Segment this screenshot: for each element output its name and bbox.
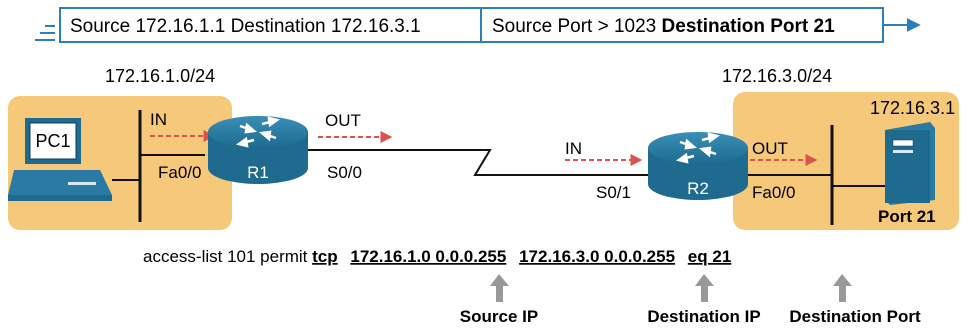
server-icon[interactable]: [885, 122, 935, 205]
source-callout-arrow: [490, 274, 509, 302]
source-ip-callout: Source IP: [460, 307, 538, 326]
r2-in-label: IN: [565, 139, 582, 158]
r1-lan-interface: Fa0/0: [158, 163, 201, 182]
server-port-label: Port 21: [878, 207, 936, 226]
r2-label: R2: [687, 179, 709, 198]
destination-ip-callout: Destination IP: [647, 307, 760, 326]
packet-src-port: Source Port > 1023: [492, 16, 662, 37]
r1-wan-interface: S0/0: [327, 163, 362, 182]
acl-source: 172.16.1.0 0.0.0.255: [350, 247, 506, 266]
server-ip-label: 172.16.3.1: [870, 98, 955, 118]
left-subnet-label: 172.16.1.0/24: [105, 66, 215, 86]
r2-lan-interface: Fa0/0: [752, 183, 795, 202]
packet-header: Source 172.16.1.1 Destination 172.16.3.1…: [35, 7, 921, 43]
left-lan: 172.16.1.0/24 PC1 IN Fa0/0: [8, 66, 232, 230]
r2-out-label: OUT: [752, 139, 788, 158]
acl-port: eq 21: [688, 247, 731, 266]
r2-router-icon[interactable]: R2: [648, 132, 748, 200]
r2-wan-interface: S0/1: [596, 183, 631, 202]
right-subnet-label: 172.16.3.0/24: [722, 66, 832, 86]
acl-prefix: access-list 101 permit: [143, 247, 312, 266]
destination-callout-arrow: [695, 274, 714, 302]
acl-statement: access-list 101 permit tcp 172.16.1.0 0.…: [143, 247, 731, 266]
pc1-computer-icon[interactable]: PC1: [8, 118, 112, 201]
right-lan: 172.16.3.0/24 172.16.3.1 OUT Fa0/0 Port …: [722, 66, 959, 230]
r1-label: R1: [247, 163, 269, 182]
serial-link: [308, 149, 648, 176]
acl-destination: 172.16.3.0 0.0.0.255: [519, 247, 675, 266]
r1-out-label: OUT: [325, 111, 361, 130]
port-callout-arrow: [833, 274, 852, 302]
pc1-label: PC1: [35, 131, 70, 151]
r1-in-label: IN: [150, 110, 167, 129]
destination-port-callout: Destination Port: [789, 307, 921, 326]
r1-router-icon[interactable]: R1: [208, 116, 308, 184]
packet-src-dst: Source 172.16.1.1 Destination 172.16.3.1: [70, 16, 421, 37]
packet-ports: Source Port > 1023 Destination Port 21: [492, 16, 835, 37]
packet-dst-port: Destination Port 21: [662, 16, 836, 37]
acl-protocol: tcp: [312, 247, 338, 266]
